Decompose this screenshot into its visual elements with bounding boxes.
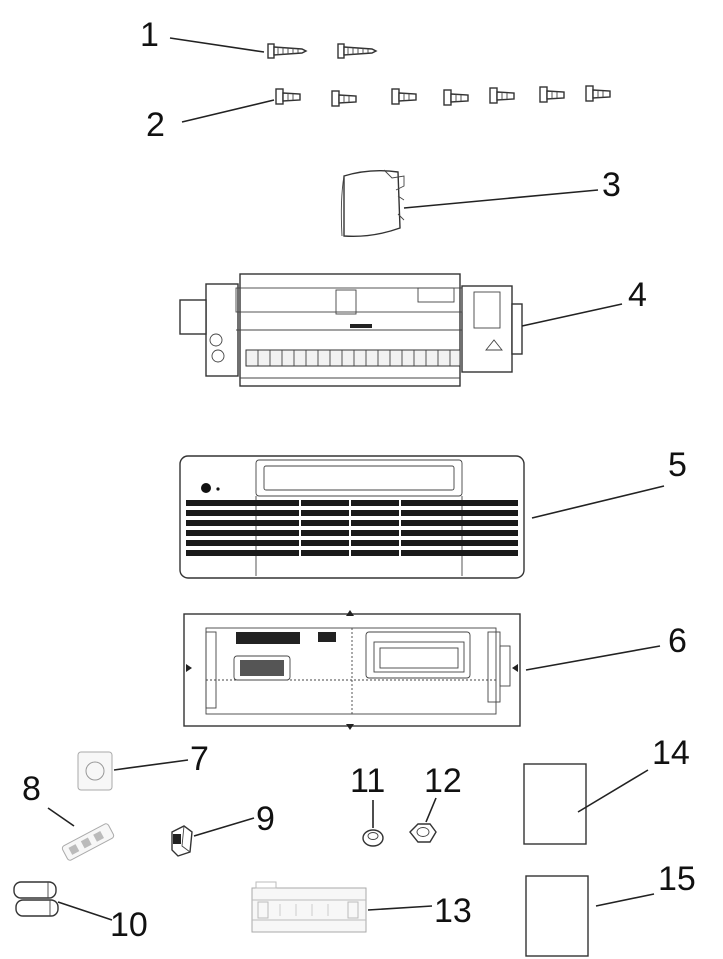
leader-line-10: [57, 901, 113, 921]
leader-line-1: [169, 37, 265, 53]
callout-7: 7: [190, 740, 209, 778]
callout-15: 15: [658, 860, 696, 898]
callout-4: 4: [628, 276, 647, 314]
leader-line-4: [521, 303, 623, 327]
leader-line-5: [531, 485, 665, 519]
leader-line-13: [367, 905, 433, 911]
part-13-drain-tray: [251, 881, 367, 933]
callout-2: 2: [146, 106, 165, 144]
callout-1: 1: [140, 16, 159, 54]
part-12-nut: [409, 823, 437, 843]
callout-9: 9: [256, 800, 275, 838]
leader-line-6: [525, 645, 661, 671]
part-4-chassis: [179, 273, 523, 387]
part-10-batteries: [13, 881, 59, 917]
callout-13: 13: [434, 892, 472, 930]
part-2-screws: [275, 85, 611, 107]
callout-12: 12: [424, 762, 462, 800]
callout-3: 3: [602, 166, 621, 204]
part-9-holder: [171, 825, 193, 857]
callout-10: 10: [110, 906, 148, 944]
callout-14: 14: [652, 734, 690, 772]
part-3-cover: [340, 169, 405, 238]
leader-line-2: [181, 99, 275, 123]
callout-6: 6: [668, 622, 687, 660]
leader-line-8: [47, 807, 75, 827]
callout-11: 11: [350, 762, 385, 800]
part-7-gasket: [77, 751, 113, 791]
part-8-clip-strip: [61, 823, 115, 861]
part-14-sheet: [523, 763, 587, 845]
leader-line-7: [113, 759, 189, 771]
part-5-grille: [179, 455, 525, 579]
part-6-rear-panel: [183, 610, 521, 730]
part-1-screws: [267, 43, 378, 59]
leader-line-15: [595, 893, 655, 907]
leader-line-14: [577, 769, 649, 813]
part-15-sheet: [525, 875, 589, 957]
leader-line-9: [193, 817, 255, 837]
part-11-nut: [362, 829, 384, 847]
callout-8: 8: [22, 770, 41, 808]
leader-line-12: [425, 797, 437, 823]
callout-5: 5: [668, 446, 687, 484]
leader-line-3: [403, 189, 599, 209]
